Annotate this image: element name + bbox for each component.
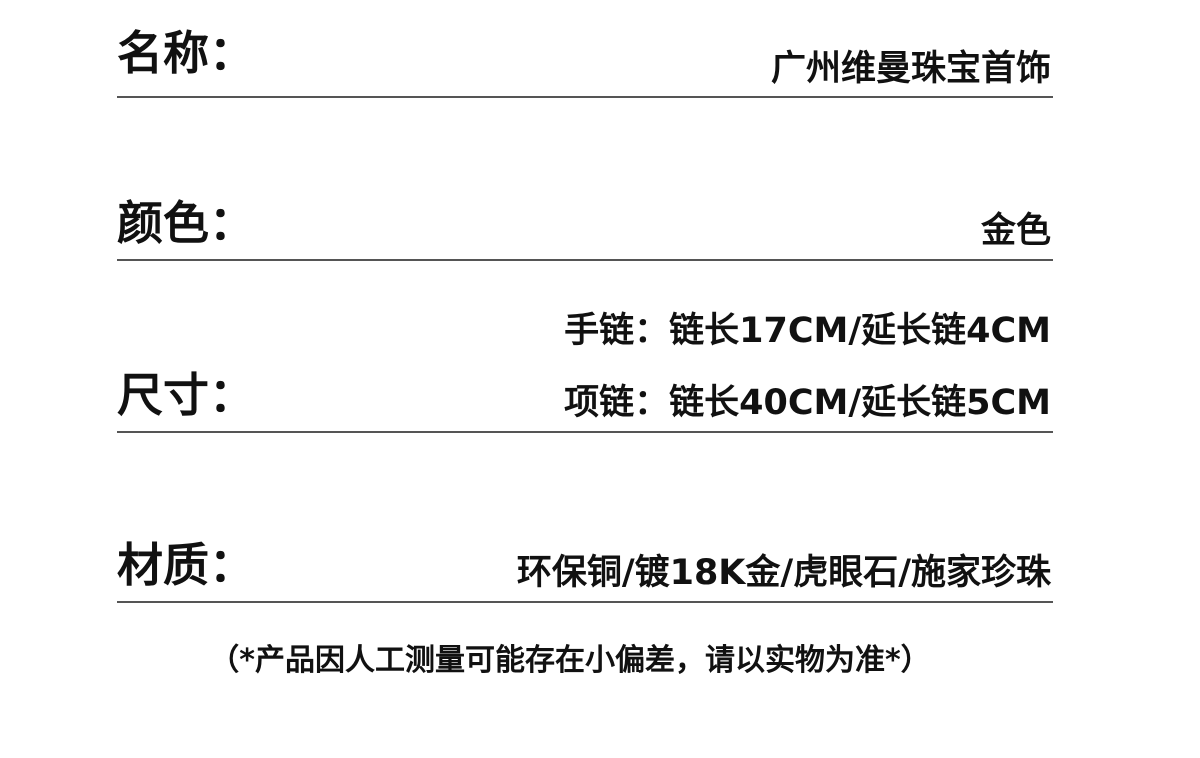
name-value: 广州维曼珠宝首饰 (770, 49, 1051, 89)
measurement-disclaimer: （*产品因人工测量可能存在小偏差，请以实物为准*） (209, 643, 931, 678)
material-label: 材质： (117, 538, 255, 592)
material-value: 环保铜/镀18K金/虎眼石/施家珍珠 (516, 553, 1051, 593)
name-row: 名称： 广州维曼珠宝首饰 (117, 0, 1053, 98)
size-value-bracelet: 手链：链长17CM/延长链4CM (564, 311, 1051, 351)
color-row: 颜色： 金色 (117, 0, 1053, 261)
name-label: 名称： (117, 26, 255, 80)
size-row: 尺寸： 手链：链长17CM/延长链4CM 项链：链长40CM/延长链5CM (117, 0, 1053, 433)
material-row: 材质： 环保铜/镀18K金/虎眼石/施家珍珠 (117, 0, 1053, 603)
color-value: 金色 (980, 211, 1051, 251)
size-label: 尺寸： (117, 368, 255, 422)
color-label: 颜色： (117, 196, 255, 250)
size-value-necklace: 项链：链长40CM/延长链5CM (564, 383, 1051, 423)
